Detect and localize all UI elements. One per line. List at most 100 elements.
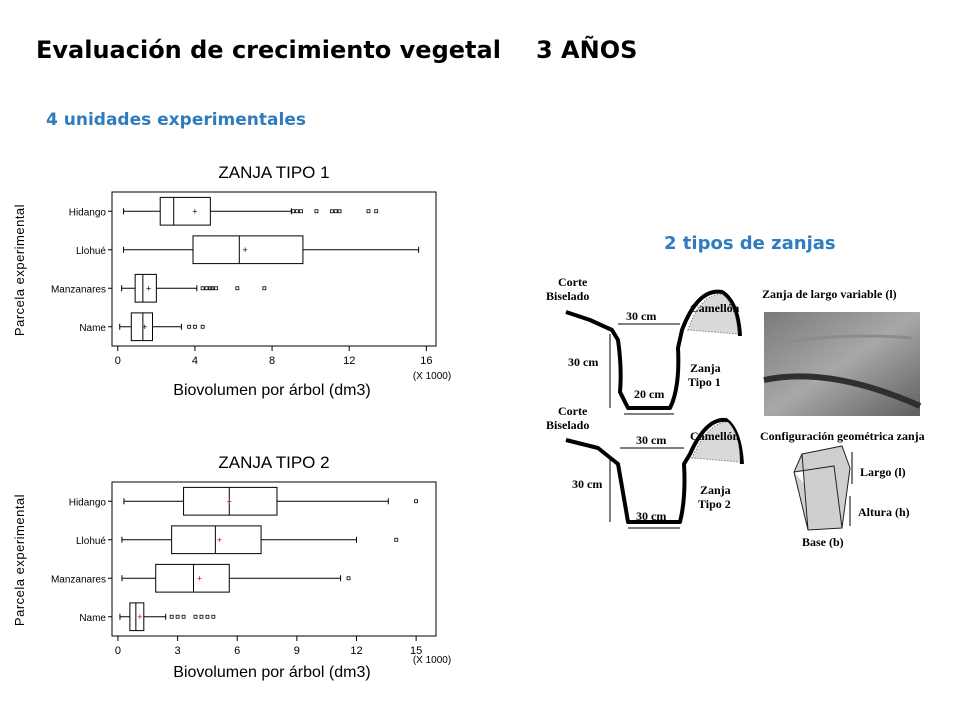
outlier-point [366, 209, 371, 214]
outlier-point [181, 614, 186, 619]
y-axis-label: Parcela experimental [12, 204, 27, 336]
outlier-point [210, 286, 215, 291]
outlier-point [299, 209, 303, 214]
outlier-point [235, 286, 240, 291]
zanja-label: Zanja [690, 361, 721, 375]
outlier-point [199, 614, 204, 619]
x-axis-label: Biovolumen por árbol (dm3) [173, 382, 370, 399]
base-label: 20 cm [634, 387, 664, 401]
category-label: Llohué [76, 536, 106, 547]
zanja-label: Zanja [700, 483, 731, 497]
box [171, 525, 262, 555]
box [129, 602, 145, 632]
box [134, 273, 157, 303]
outlier-point [262, 286, 267, 291]
box [159, 196, 211, 226]
mean-marker: + [197, 573, 202, 583]
mean-marker: + [217, 535, 222, 545]
camellon-mound-1 [687, 293, 739, 335]
category-label: Manzanares [51, 574, 106, 585]
category-label: Llohué [76, 246, 106, 257]
outlier-point [205, 614, 210, 619]
chart-title: ZANJA TIPO 1 [218, 163, 329, 182]
plot-frame [111, 481, 437, 637]
y-axis-label: Parcela experimental [12, 494, 27, 626]
mean-marker: + [142, 322, 147, 332]
trench-outline-1 [565, 289, 742, 410]
outlier-point [394, 537, 399, 542]
x-multiplier: (X 1000) [413, 655, 451, 666]
width-label: 30 cm [626, 309, 656, 323]
biselado-label: Biselado [546, 289, 589, 303]
box [155, 563, 230, 593]
photo-caption: Zanja de largo variable (l) [762, 287, 897, 301]
x-tick-label: 8 [269, 355, 275, 367]
outlier-point [204, 286, 209, 291]
depth-label: 30 cm [572, 477, 602, 491]
mean-marker: + [146, 283, 151, 293]
trench-profile-tipo-2: Corte Biselado 30 cm Camellón 30 cm 30 c… [546, 404, 744, 529]
tipo-label: Tipo 1 [688, 375, 721, 389]
x-tick-label: 0 [115, 645, 121, 657]
box [192, 235, 304, 265]
outlier-point [414, 499, 419, 504]
geometric-configuration: Configuración geométrica zanja Largo (l)… [760, 429, 925, 549]
outlier-point [211, 614, 216, 619]
outlier-point [208, 286, 213, 291]
corte-label: Corte [558, 404, 588, 418]
mean-marker: + [227, 496, 232, 506]
x-tick-label: 0 [115, 355, 121, 367]
box [130, 312, 154, 342]
x-axis-label: Biovolumen por árbol (dm3) [173, 664, 370, 681]
mean-marker: + [137, 612, 142, 622]
category-label: Name [79, 613, 106, 624]
plot-frame [111, 191, 437, 347]
outlier-point [374, 209, 379, 214]
x-tick-label: 15 [410, 645, 422, 657]
category-label: Manzanares [51, 284, 106, 295]
width-label: 30 cm [636, 433, 666, 447]
outlier-point [314, 209, 319, 214]
box [183, 486, 278, 516]
outlier-point [169, 614, 174, 619]
chart-title: ZANJA TIPO 2 [218, 453, 329, 472]
outlier-point [295, 209, 300, 214]
camellon-label: Camellón [690, 429, 740, 443]
altura-label: Altura (h) [858, 505, 910, 519]
boxplot-chart-tipo-1: ZANJA TIPO 1 Parcela experimental Biovol… [12, 163, 451, 399]
outlier-point [193, 324, 197, 329]
outlier-point [187, 324, 192, 329]
x-tick-label: 12 [350, 645, 362, 657]
photo-ridge-line [775, 334, 913, 346]
outlier-point [175, 614, 180, 619]
mean-marker: + [242, 245, 247, 255]
category-label: Name [79, 323, 106, 334]
x-tick-label: 6 [234, 645, 240, 657]
boxplot-chart-tipo-2: ZANJA TIPO 2 Parcela experimental Biovol… [12, 453, 451, 681]
depth-label: 30 cm [568, 355, 598, 369]
category-label: Hidango [69, 497, 107, 508]
camellon-label: Camellón [690, 301, 740, 315]
base-label: Base (b) [802, 535, 844, 549]
trench-profile-tipo-1: Corte Biselado 30 cm Camellón 30 cm 20 c… [546, 275, 742, 415]
x-tick-label: 4 [192, 355, 198, 367]
experimental-units-label: 4 unidades experimentales [46, 110, 306, 130]
outlier-point [337, 209, 342, 214]
outlier-point [291, 209, 296, 214]
outlier-point [329, 209, 334, 214]
outlier-point [200, 286, 205, 291]
page-title: Evaluación de crecimiento vegetal [36, 36, 501, 64]
years-label: 3 AÑOS [536, 36, 638, 64]
geom-caption: Configuración geométrica zanja [760, 429, 925, 443]
corte-label: Corte [558, 275, 588, 289]
outlier-point [214, 286, 219, 291]
x-multiplier: (X 1000) [413, 371, 451, 382]
trench-photo: Zanja de largo variable (l) [762, 287, 922, 416]
photo-image [764, 312, 920, 416]
largo-label: Largo (l) [860, 465, 906, 479]
x-tick-label: 12 [343, 355, 355, 367]
x-tick-label: 16 [420, 355, 432, 367]
outlier-point [193, 614, 198, 619]
category-label: Hidango [69, 207, 107, 218]
trench-types-label: 2 tipos de zanjas [664, 233, 836, 254]
